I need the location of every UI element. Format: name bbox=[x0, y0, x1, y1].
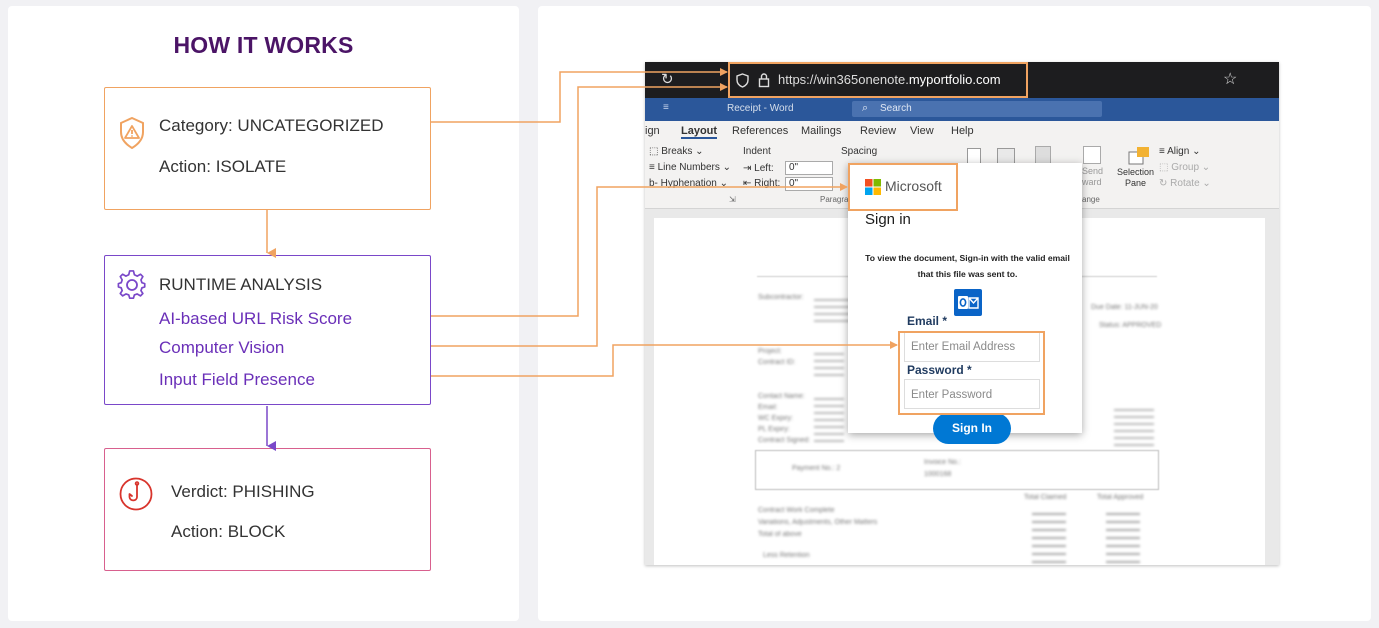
signin-heading: Sign in bbox=[865, 211, 911, 228]
ribbon-tab-mailings[interactable]: Mailings bbox=[801, 125, 842, 137]
ribbon-indent-label: Indent bbox=[743, 146, 771, 157]
ribbon-tab-references[interactable]: References bbox=[732, 125, 789, 137]
doc-status: Status: APPROVED bbox=[1099, 322, 1162, 329]
doc-total-above: Total of above bbox=[758, 531, 802, 538]
doc-invoice-no: Invoice No.: bbox=[924, 459, 961, 466]
url-bar[interactable]: https://win365onenote.myportfolio.com bbox=[778, 72, 1001, 87]
reload-icon[interactable]: ↻ bbox=[661, 71, 674, 88]
verdict-action-text: Action: BLOCK bbox=[171, 522, 286, 541]
doc-contract-signed: Contract Signed: bbox=[758, 437, 811, 444]
how-it-works-title: HOW IT WORKS bbox=[173, 32, 354, 58]
connector-risk-score-to-url bbox=[431, 83, 728, 317]
doc-amount-column bbox=[1032, 507, 1066, 563]
doc-project: Project: bbox=[758, 348, 782, 355]
password-placeholder: Enter Password bbox=[911, 389, 993, 401]
ribbon-send-backward-label[interactable]: Send ward bbox=[1082, 166, 1104, 187]
ribbon-tab-layout[interactable]: Layout bbox=[681, 125, 718, 139]
category-text: Category: UNCATEGORIZED bbox=[159, 116, 384, 135]
microsoft-brand-text: Microsoft bbox=[885, 178, 942, 194]
doc-wc-expiry: WC Expiry: bbox=[758, 415, 793, 422]
runtime-item-computer-vision: Computer Vision bbox=[159, 338, 285, 357]
word-titlebar: ≡ Receipt - Word ⌕ Search bbox=[645, 98, 1279, 121]
connector-input-to-fields bbox=[431, 341, 898, 377]
search-icon: ⌕ bbox=[862, 102, 869, 114]
gear-icon bbox=[117, 270, 146, 300]
ribbon-send-backward-icon[interactable] bbox=[1083, 146, 1101, 164]
ribbon-right-label: ⇤ Right: bbox=[743, 178, 781, 189]
signin-button[interactable]: Sign In bbox=[933, 413, 1011, 444]
ribbon-arrange-group: ange bbox=[1082, 195, 1100, 204]
fishhook-icon bbox=[119, 477, 153, 511]
ribbon-spacing-label: Spacing bbox=[841, 146, 878, 157]
ribbon-tabs: ign Layout References Mailings Review Vi… bbox=[645, 121, 1279, 143]
url-domain: myportfolio.com bbox=[908, 72, 1001, 87]
ribbon-tab-view[interactable]: View bbox=[910, 125, 934, 137]
runtime-item-input-field: Input Field Presence bbox=[159, 370, 315, 389]
doc-total-approved: Total Approved bbox=[1097, 494, 1144, 501]
ribbon-line-numbers[interactable]: ≡ Line Numbers ⌄ bbox=[649, 162, 732, 173]
ribbon-dialog-launcher-icon[interactable]: ⇲ bbox=[729, 195, 736, 204]
ribbon-tab[interactable]: ign bbox=[645, 125, 660, 137]
microsoft-logo-icon bbox=[865, 179, 881, 195]
email-placeholder: Enter Email Address bbox=[911, 341, 1016, 353]
category-action-text: Action: ISOLATE bbox=[159, 157, 287, 176]
password-label: Password * bbox=[907, 363, 972, 377]
ribbon-rotate[interactable]: ↻ Rotate ⌄ bbox=[1159, 178, 1211, 189]
ribbon-left-input[interactable]: 0" bbox=[785, 161, 833, 175]
ribbon-paragraph-group: Paragra bbox=[820, 195, 849, 204]
ribbon-left-label: ⇥ Left: bbox=[743, 163, 774, 174]
ribbon-breaks[interactable]: ⬚ Breaks ⌄ bbox=[649, 146, 704, 157]
ribbon-tab-help[interactable]: Help bbox=[951, 125, 974, 137]
outlook-icon bbox=[954, 289, 982, 316]
runtime-item-url-risk: AI-based URL Risk Score bbox=[159, 309, 353, 328]
menu-dots-icon[interactable]: ≡ bbox=[663, 102, 669, 113]
selection-pane-icon[interactable] bbox=[1128, 146, 1152, 166]
ribbon-selection-pane-label[interactable]: Selection Pane bbox=[1117, 167, 1155, 188]
verdict-text: Verdict: PHISHING bbox=[171, 482, 315, 501]
doc-invoice-val: 1000168 bbox=[924, 471, 952, 478]
doc-payment-table bbox=[755, 450, 1159, 490]
bookmark-star-icon[interactable]: ☆ bbox=[1223, 71, 1238, 88]
doc-due-date: Due Date: 11-JUN-20 bbox=[1091, 304, 1158, 311]
ribbon-hyphenation[interactable]: b‐ Hyphenation ⌄ bbox=[649, 178, 728, 189]
connector-vision-to-logo bbox=[431, 183, 848, 347]
doc-amount-column bbox=[1106, 507, 1140, 563]
shield-icon bbox=[736, 73, 749, 88]
signin-message: To view the document, Sign-in with the v… bbox=[865, 253, 1070, 279]
doc-variations: Variations, Adjustments, Other Matters bbox=[758, 519, 878, 526]
word-search-placeholder: Search bbox=[880, 103, 912, 114]
email-input[interactable]: Enter Email Address bbox=[904, 332, 1040, 362]
runtime-title: RUNTIME ANALYSIS bbox=[159, 275, 323, 294]
password-input[interactable]: Enter Password bbox=[904, 379, 1040, 409]
connector-category-to-url bbox=[431, 68, 728, 123]
ribbon-align[interactable]: ≡ Align ⌄ bbox=[1159, 146, 1201, 157]
doc-contact-name: Contact Name: bbox=[758, 393, 805, 400]
ribbon-tab-review[interactable]: Review bbox=[860, 125, 897, 137]
url-prefix: https://win365onenote. bbox=[778, 72, 909, 87]
doc-contract-work: Contract Work Complete bbox=[758, 507, 835, 514]
doc-less-retention: Less Retention bbox=[763, 552, 810, 559]
word-doc-title: Receipt - Word bbox=[727, 103, 794, 114]
doc-pl-expiry: PL Expiry: bbox=[758, 426, 790, 433]
doc-subcontractor: Subcontractor: bbox=[758, 294, 804, 301]
doc-text-block bbox=[814, 348, 844, 380]
doc-text-block bbox=[814, 393, 844, 445]
browser-toolbar: ↻ https://win365onenote.myportfolio.com … bbox=[645, 62, 1279, 98]
category-box: Category: UNCATEGORIZED Action: ISOLATE bbox=[104, 87, 431, 210]
word-search-box[interactable]: ⌕ Search bbox=[852, 101, 1102, 117]
doc-email: Email: bbox=[758, 404, 778, 411]
warning-shield-icon bbox=[120, 117, 144, 149]
doc-text-block bbox=[1114, 404, 1154, 448]
email-label: Email * bbox=[907, 314, 948, 328]
doc-contract-id: Contract ID: bbox=[758, 359, 796, 366]
doc-total-claimed: Total Claimed bbox=[1024, 494, 1067, 501]
doc-payment-no: Payment No.: 2 bbox=[792, 465, 841, 472]
lock-icon bbox=[758, 73, 770, 88]
ribbon-group[interactable]: ⬚ Group ⌄ bbox=[1159, 162, 1211, 173]
